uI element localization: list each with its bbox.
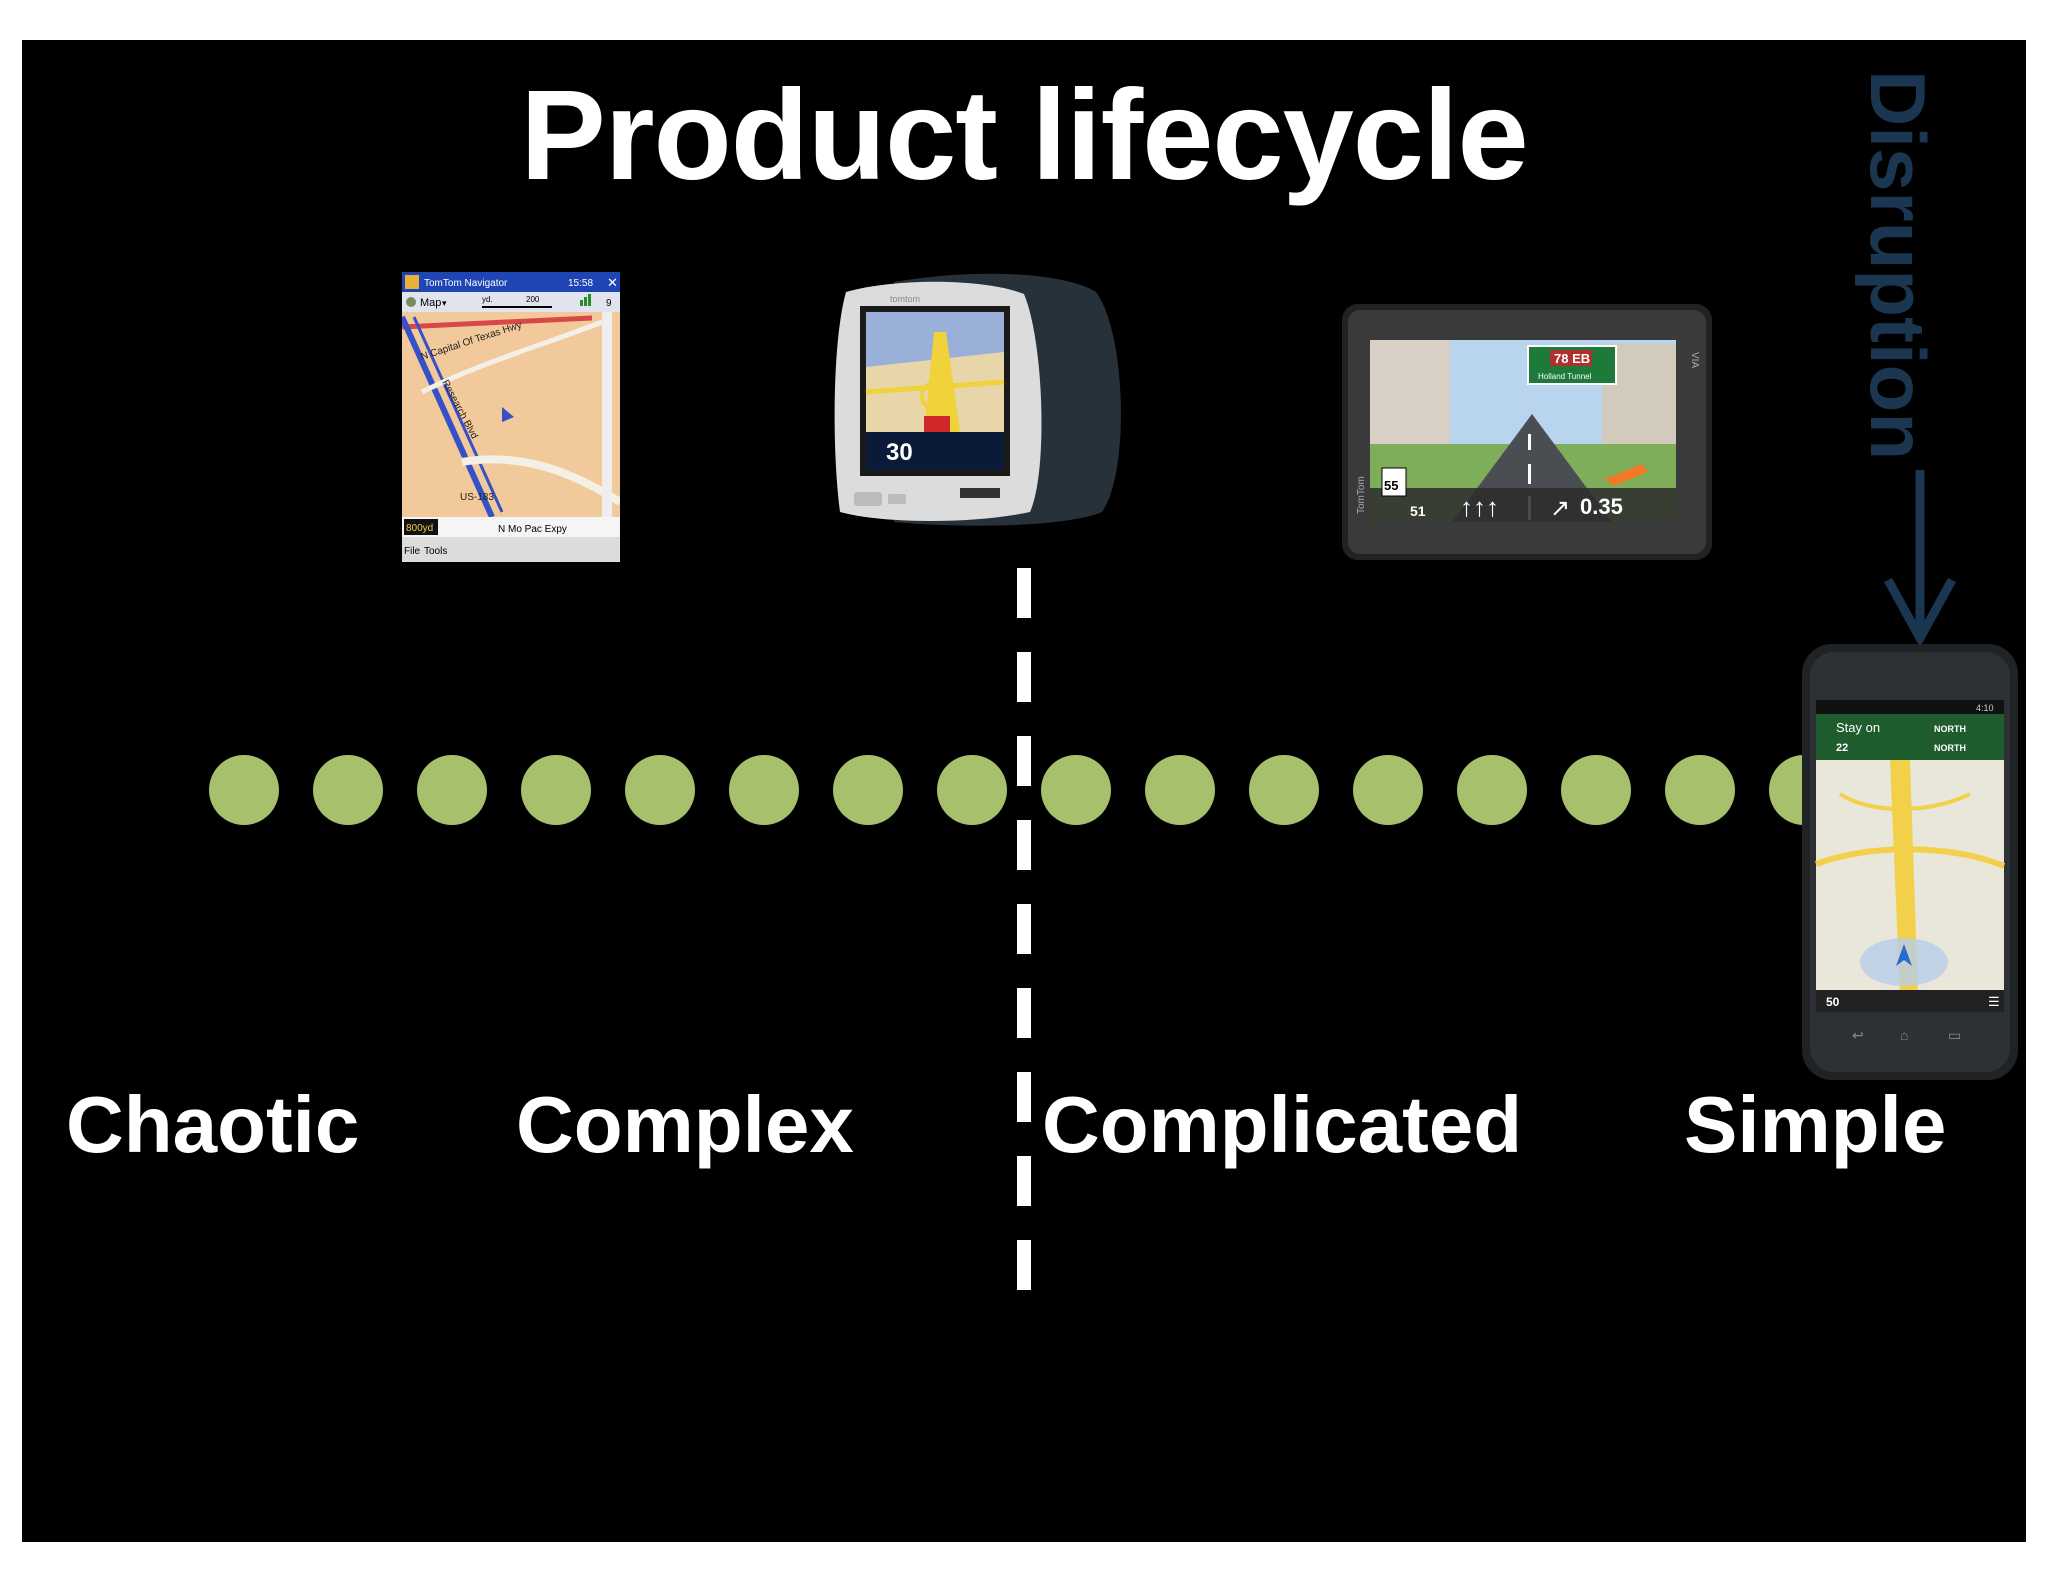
- position-marker-icon: [1896, 944, 1912, 966]
- timeline-dot: [833, 755, 903, 825]
- timeline-dot: [1561, 755, 1631, 825]
- svg-text:▾: ▾: [442, 298, 447, 308]
- globe-icon: [406, 297, 416, 307]
- timeline-dot: [209, 755, 279, 825]
- svg-text:yd.: yd.: [482, 295, 493, 304]
- svg-text:N Mo Pac Expy: N Mo Pac Expy: [498, 524, 567, 535]
- svg-text:4:10: 4:10: [1976, 703, 1994, 713]
- close-icon: ✕: [607, 275, 618, 290]
- tomtom-go-classic-device: tomtom 30: [834, 273, 1121, 526]
- svg-text:Stay on: Stay on: [1836, 720, 1880, 735]
- stage-label-complicated: Complicated: [1042, 1080, 1523, 1169]
- stage-divider-dashed-line: [1017, 568, 1031, 1304]
- svg-text:TomTom: TomTom: [1356, 476, 1367, 514]
- disruption-label: Disruption: [1854, 70, 1942, 460]
- svg-text:22: 22: [1836, 742, 1848, 754]
- svg-text:800yd: 800yd: [406, 523, 433, 534]
- slide-title: Product lifecycle: [520, 64, 1528, 207]
- svg-text:30: 30: [886, 439, 913, 466]
- svg-text:US-183: US-183: [460, 492, 494, 503]
- pda-navigator-screenshot: TomTom Navigator 15:58 ✕ Map ▾ yd. 200 9…: [402, 272, 620, 562]
- timeline-dot: [521, 755, 591, 825]
- menu-icon: ☰: [1988, 994, 2000, 1009]
- timeline-dots: [209, 755, 1830, 825]
- disruption-arrow: [1884, 470, 1956, 648]
- position-arrow-icon: [502, 407, 514, 422]
- lane-arrows-icon: ↑↑↑: [1460, 492, 1499, 522]
- timeline-dot: [625, 755, 695, 825]
- smartphone-navigation-device: 4:10 Stay on NORTH 22 NORTH 50 ☰ ↩ ⌂ ▭: [1802, 644, 2018, 1080]
- svg-text:0.35: 0.35: [1580, 494, 1623, 519]
- timeline-dot: [1665, 755, 1735, 825]
- tomtom-widescreen-device: TomTom VIA 78 EB Holland Tunnel 55 51 ↑↑…: [1342, 304, 1712, 560]
- svg-text:9: 9: [606, 298, 612, 309]
- recents-icon: ▭: [1948, 1027, 1961, 1043]
- bear-right-icon: ↗: [1550, 495, 1570, 522]
- timeline-dot: [729, 755, 799, 825]
- stage-label-simple: Simple: [1684, 1080, 1947, 1169]
- timeline-dot: [1353, 755, 1423, 825]
- timeline-dot: [1145, 755, 1215, 825]
- stage-label-chaotic: Chaotic: [66, 1080, 360, 1169]
- timeline-dot: [1041, 755, 1111, 825]
- svg-text:tomtom: tomtom: [890, 294, 920, 304]
- svg-text:VIA: VIA: [1689, 352, 1700, 368]
- svg-text:Holland Tunnel: Holland Tunnel: [1538, 372, 1592, 381]
- svg-text:50: 50: [1826, 995, 1840, 1009]
- svg-text:200: 200: [526, 295, 540, 304]
- svg-text:NORTH: NORTH: [1934, 743, 1966, 753]
- home-icon: ⌂: [1900, 1027, 1908, 1043]
- svg-text:78 EB: 78 EB: [1554, 351, 1590, 366]
- svg-text:Tools: Tools: [424, 546, 447, 557]
- svg-text:TomTom Navigator: TomTom Navigator: [424, 278, 508, 289]
- timeline-dot: [417, 755, 487, 825]
- svg-text:51: 51: [1410, 503, 1426, 519]
- back-icon: ↩: [1852, 1027, 1864, 1043]
- timeline-dot: [1249, 755, 1319, 825]
- svg-text:15:58: 15:58: [568, 278, 593, 289]
- svg-text:NORTH: NORTH: [1934, 724, 1966, 734]
- timeline-dot: [1457, 755, 1527, 825]
- svg-text:File: File: [404, 546, 421, 557]
- turn-arrow-icon: [1604, 464, 1648, 486]
- svg-text:55: 55: [1384, 478, 1398, 493]
- windows-start-icon: [405, 275, 419, 289]
- timeline-dot: [937, 755, 1007, 825]
- svg-text:Map: Map: [420, 297, 441, 309]
- timeline-dot: [313, 755, 383, 825]
- stage-label-complex: Complex: [516, 1080, 854, 1169]
